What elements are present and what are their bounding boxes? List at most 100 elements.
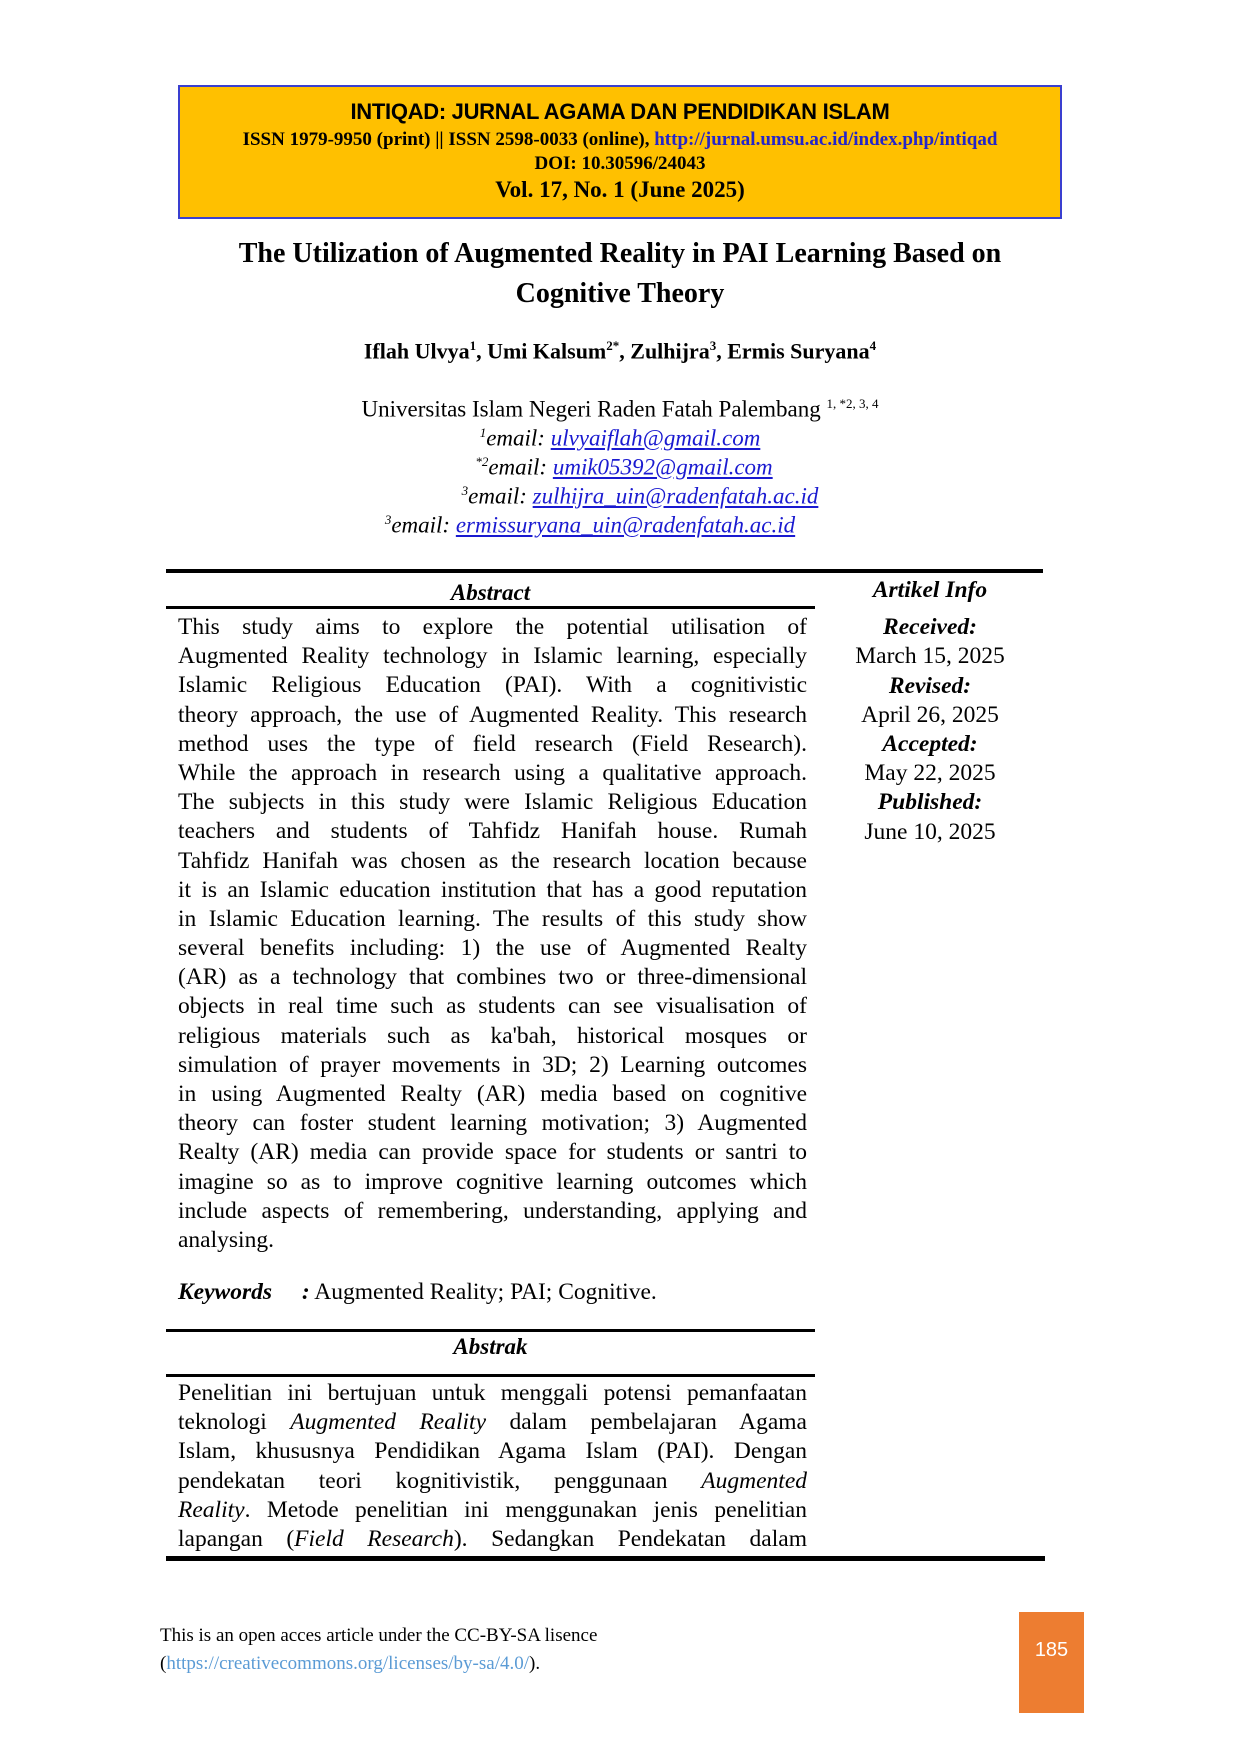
- author-sup: 2*: [606, 338, 620, 353]
- affiliation-sup: 1, *2, 3, 4: [826, 396, 879, 411]
- keywords-value: Augmented Reality; PAI; Cognitive.: [314, 1279, 657, 1305]
- abstrak-segment: Augmented: [701, 1467, 807, 1494]
- abstrak-line: Islam, khususnya Pendidikan Agama Islam …: [178, 1437, 807, 1466]
- abstrak-segment: ). Sedangkan Pendekatan dalam: [453, 1525, 807, 1552]
- email-link[interactable]: ermissuryana_uin@radenfatah.ac.id: [455, 512, 796, 538]
- license-link[interactable]: https://creativecommons.org/licenses/by-…: [166, 1653, 530, 1674]
- email-row: 3email: zulhijra_uin@radenfatah.ac.id: [198, 483, 1082, 510]
- keywords-row: Keywords : Augmented Reality; PAI; Cogni…: [178, 1279, 657, 1306]
- abstrak-heading: Abstrak: [453, 1334, 528, 1359]
- abstrak-segment: dalam pembelajaran Agama: [486, 1409, 807, 1436]
- abstract-line: theory can foster student learning motiv…: [178, 1110, 807, 1137]
- abstrak-segment: Penelitian ini bertujuan untuk menggali …: [178, 1380, 807, 1406]
- abstract-line: in Islamic Education learning. The resul…: [178, 905, 807, 932]
- abstract-line: it is an Islamic education institution t…: [178, 876, 807, 903]
- abstract-line: Islamic Religious Education (PAI). With …: [178, 672, 807, 699]
- abstract-line: The subjects in this study were Islamic …: [178, 789, 807, 816]
- email-label: email:: [468, 483, 533, 509]
- email-label: email:: [391, 512, 456, 538]
- info-date: June 10, 2025: [864, 818, 996, 845]
- article-title-line-1: The Utilization of Augmented Reality in …: [238, 238, 1002, 269]
- email-row: *2email: umik05392@gmail.com: [182, 454, 1066, 481]
- abstrak-segment: Reality: [178, 1496, 245, 1523]
- bottom-rule: [166, 1556, 1045, 1561]
- abstrak-segment: lapangan (: [178, 1525, 295, 1552]
- info-label: Received:: [883, 614, 977, 641]
- abstract-rule: [166, 606, 815, 609]
- info-label: Revised:: [888, 672, 972, 699]
- abstrak-rule: [166, 1374, 815, 1377]
- abstrak-line: Penelitian ini bertujuan untuk menggali …: [178, 1379, 807, 1408]
- email-sup: 3: [384, 512, 392, 527]
- license-text: This is an open acces article under the …: [160, 1625, 598, 1646]
- email-row: 3email: ermissuryana_uin@radenfatah.ac.i…: [148, 512, 1032, 539]
- abstract-line: Augmented Reality technology in Islamic …: [178, 643, 807, 670]
- author-name: Ermis Suryana: [727, 338, 870, 364]
- abstrak-segment: Augmented Reality: [290, 1409, 486, 1436]
- affiliation-text: Universitas Islam Negeri Raden Fatah Pal…: [361, 396, 821, 422]
- abstrak-body: Penelitian ini bertujuan untuk menggali …: [178, 1379, 807, 1554]
- abstract-line: simulation of prayer movements in 3D; 2)…: [178, 1051, 807, 1078]
- journal-name: INTIQAD: JURNAL AGAMA DAN PENDIDIKAN ISL…: [350, 99, 890, 124]
- abstract-line: Tahfidz Hanifah was chosen as the resear…: [178, 847, 807, 874]
- abstract-line: teachers and students of Tahfidz Hanifah…: [178, 818, 807, 845]
- abstract-line: While the approach in research using a q…: [178, 759, 807, 786]
- abstract-line: religious materials such as ka'bah, hist…: [178, 1022, 807, 1049]
- email-sup: *2: [475, 454, 489, 469]
- abstrak-line: teknologi Augmented Reality dalam pembel…: [178, 1408, 807, 1437]
- abstract-line: objects in real time such as students ca…: [178, 993, 807, 1020]
- info-label: Accepted:: [882, 731, 978, 758]
- author-sup: 3: [709, 338, 717, 353]
- abstrak-line: lapangan (Field Research). Sedangkan Pen…: [178, 1525, 807, 1554]
- abstrak-line: pendekatan teori kognitivistik, pengguna…: [178, 1467, 807, 1496]
- email-label: email:: [486, 425, 551, 451]
- abstrak-segment: . Metode penelitian ini menggunakan jeni…: [244, 1496, 807, 1523]
- paren: ).: [529, 1653, 541, 1674]
- keywords-sep: :: [301, 1279, 310, 1305]
- journal-issn: ISSN 1979-9950 (print) || ISSN 2598-0033…: [180, 129, 1060, 151]
- email-sup: 3: [461, 483, 469, 498]
- abstrak-segment: Field Research: [294, 1525, 454, 1552]
- page-number: 185: [1019, 1612, 1084, 1713]
- keywords-label: Keywords: [178, 1279, 272, 1305]
- abstract-line: analysing.: [178, 1226, 274, 1253]
- author-sup: 4: [869, 338, 877, 353]
- abstrak-segment: teknologi: [178, 1409, 291, 1436]
- article-title-line-2: Cognitive Theory: [515, 278, 725, 309]
- abstrak-segment: Islam, khususnya Pendidikan Agama Islam …: [178, 1438, 807, 1465]
- abstract-line: theory approach, the use of Augmented Re…: [178, 701, 807, 728]
- affiliation: Universitas Islam Negeri Raden Fatah Pal…: [178, 396, 1062, 423]
- abstract-line: in using Augmented Realty (AR) media bas…: [178, 1081, 807, 1107]
- abstract-line: (AR) as a technology that combines two o…: [178, 964, 807, 991]
- email-label: email:: [488, 454, 553, 480]
- email-link[interactable]: ulvyaiflah@gmail.com: [550, 425, 761, 451]
- abstract-heading: Abstract: [450, 580, 531, 605]
- author-sep: ,: [716, 338, 728, 364]
- abstract-body: This study aims to explore the potential…: [178, 613, 807, 1255]
- abstrak-line: Reality. Metode penelitian ini menggunak…: [178, 1496, 807, 1525]
- email-link[interactable]: umik05392@gmail.com: [552, 454, 773, 480]
- email-link[interactable]: zulhijra_uin@radenfatah.ac.id: [532, 483, 819, 509]
- author-list: Iflah Ulvya1, Umi Kalsum2*, Zulhijra3, E…: [178, 338, 1062, 364]
- paren: (: [160, 1653, 167, 1674]
- abstrak-top-rule: [166, 1329, 815, 1332]
- email-row: 1email: ulvyaiflah@gmail.com: [178, 425, 1062, 452]
- author-sep: ,: [619, 338, 631, 364]
- journal-volume: Vol. 17, No. 1 (June 2025): [495, 177, 745, 202]
- author-name: Umi Kalsum: [487, 338, 607, 364]
- abstract-line: imagine so as to improve cognitive learn…: [178, 1168, 807, 1195]
- email-sup: 1: [479, 425, 487, 440]
- author-name: Zulhijra: [630, 338, 710, 364]
- abstract-line: include aspects of remembering, understa…: [178, 1197, 807, 1224]
- abstract-line: method uses the type of field research (…: [178, 730, 807, 757]
- journal-url-link[interactable]: http://jurnal.umsu.ac.id/index.php/intiq…: [654, 129, 998, 150]
- abstract-line: several benefits including: 1) the use o…: [178, 935, 807, 962]
- journal-doi: DOI: 10.30596/24043: [534, 153, 706, 174]
- issn-text: ISSN 1979-9950 (print) || ISSN 2598-0033…: [242, 129, 655, 150]
- license-note: This is an open acces article under the …: [160, 1622, 597, 1678]
- info-label: Published:: [877, 789, 983, 816]
- author-name: Iflah Ulvya: [363, 338, 470, 364]
- article-info-heading: Artikel Info: [872, 577, 988, 603]
- top-rule: [166, 569, 1043, 573]
